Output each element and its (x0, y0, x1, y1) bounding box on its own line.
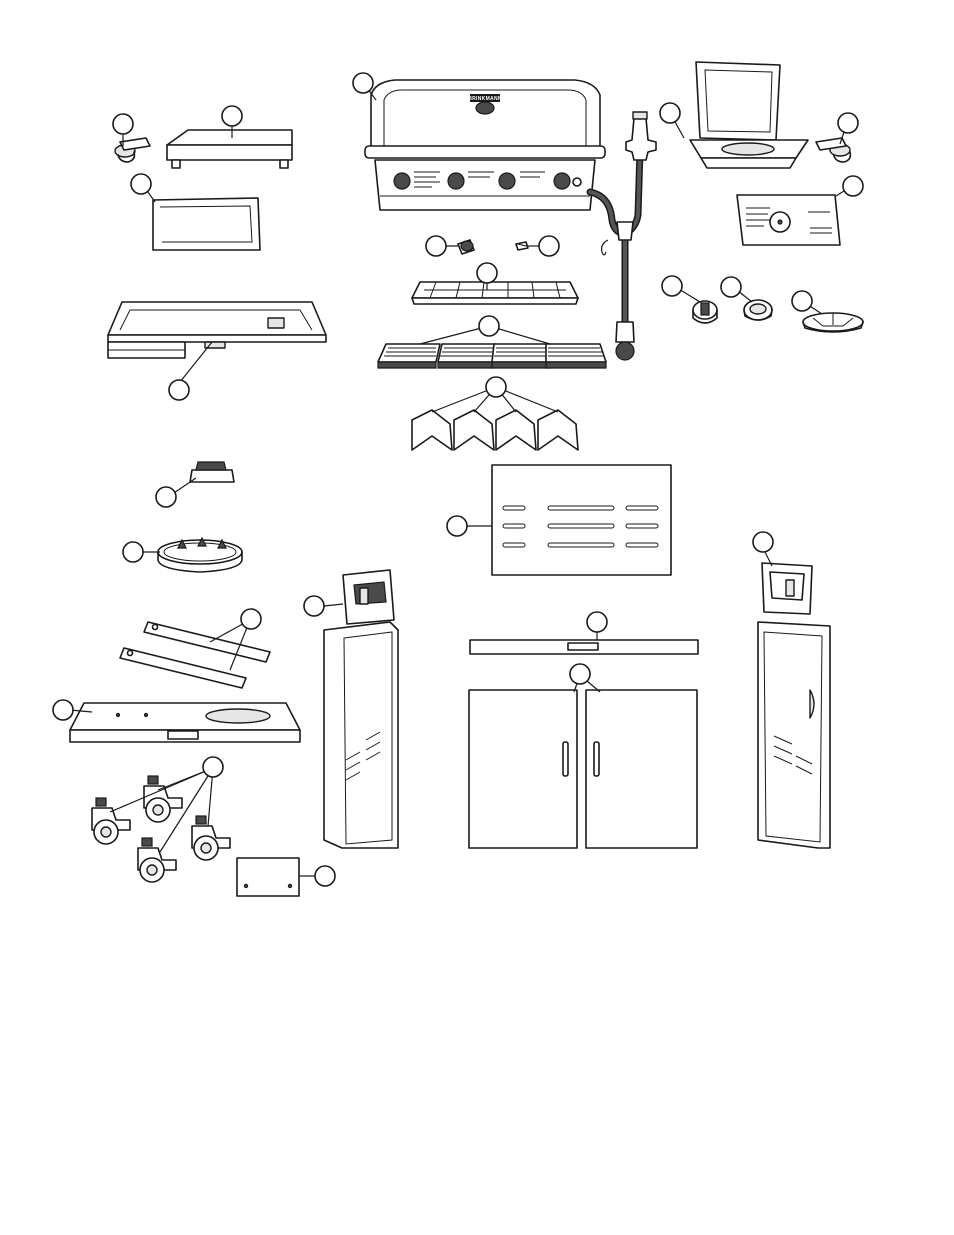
control-knob (554, 173, 570, 189)
side-burner (690, 62, 840, 245)
warming-rack (412, 282, 578, 304)
casters (92, 776, 230, 882)
callout-circle (479, 316, 499, 336)
temperature-gauge (476, 102, 494, 114)
cooking-grate (492, 344, 550, 368)
caster (192, 816, 230, 860)
callout-circle (570, 664, 590, 684)
callout-circle (843, 176, 863, 196)
cooking-grate (546, 344, 606, 368)
right-cart-side (758, 563, 830, 848)
cart-door-left (469, 690, 577, 848)
side-shelf (167, 130, 292, 168)
callout-circle (426, 236, 446, 256)
knob (693, 301, 717, 323)
brand-text: BRINKMANN (468, 96, 502, 102)
callout-circle (222, 106, 242, 126)
callout-circle (539, 236, 559, 256)
burner-grate (803, 313, 863, 332)
igniter-module (190, 462, 234, 482)
callout-circle (131, 174, 151, 194)
back-panel (492, 465, 671, 575)
callout-circle (123, 542, 143, 562)
cart-top-rail (470, 640, 698, 654)
callout-circle (477, 263, 497, 283)
callout-circle (315, 866, 335, 886)
callout-circle (353, 73, 373, 93)
door-handle (594, 742, 599, 776)
cart-door-right (586, 690, 697, 848)
door-handle (563, 742, 568, 776)
left-cart-side (324, 570, 398, 848)
lid-handle (365, 146, 605, 158)
callout-circle (203, 757, 223, 777)
callout-circle (53, 700, 73, 720)
heat-tent (496, 410, 536, 450)
heat-tents (412, 410, 578, 450)
control-knob (394, 173, 410, 189)
small-plate (237, 858, 299, 896)
support-braces (120, 622, 270, 688)
hose-connector-left (115, 138, 150, 162)
callout-circle (156, 487, 176, 507)
bezel (744, 300, 772, 320)
caster (92, 798, 130, 844)
callout-circle (838, 113, 858, 133)
callout-circle (241, 609, 261, 629)
callout-circle (486, 377, 506, 397)
control-knob (499, 173, 515, 189)
heat-tent (538, 410, 578, 450)
callout-circle (660, 103, 680, 123)
front-side-panel (153, 198, 260, 250)
callout-circle (753, 532, 773, 552)
callout-circle (169, 380, 189, 400)
cooking-grate (378, 344, 440, 368)
tank-ring (158, 538, 242, 572)
cooking-grate (438, 344, 496, 368)
heat-tent (454, 410, 494, 450)
callout-circle (113, 114, 133, 134)
small-fittings (458, 240, 528, 254)
knob-parts (693, 300, 863, 332)
grill-head: BRINKMANN (365, 80, 605, 210)
callout-circle (587, 612, 607, 632)
callout-circle (304, 596, 324, 616)
bottom-shelf (70, 703, 300, 742)
callout-circle (447, 516, 467, 536)
cooking-grates (378, 344, 606, 368)
grease-tray (108, 302, 326, 358)
cart-doors (469, 690, 697, 848)
callout-circle (662, 276, 682, 296)
control-knob (448, 173, 464, 189)
heat-tent (412, 410, 452, 450)
callout-circle (721, 277, 741, 297)
hose-connector-right (816, 138, 850, 162)
caster (138, 838, 176, 882)
callout-circle (792, 291, 812, 311)
